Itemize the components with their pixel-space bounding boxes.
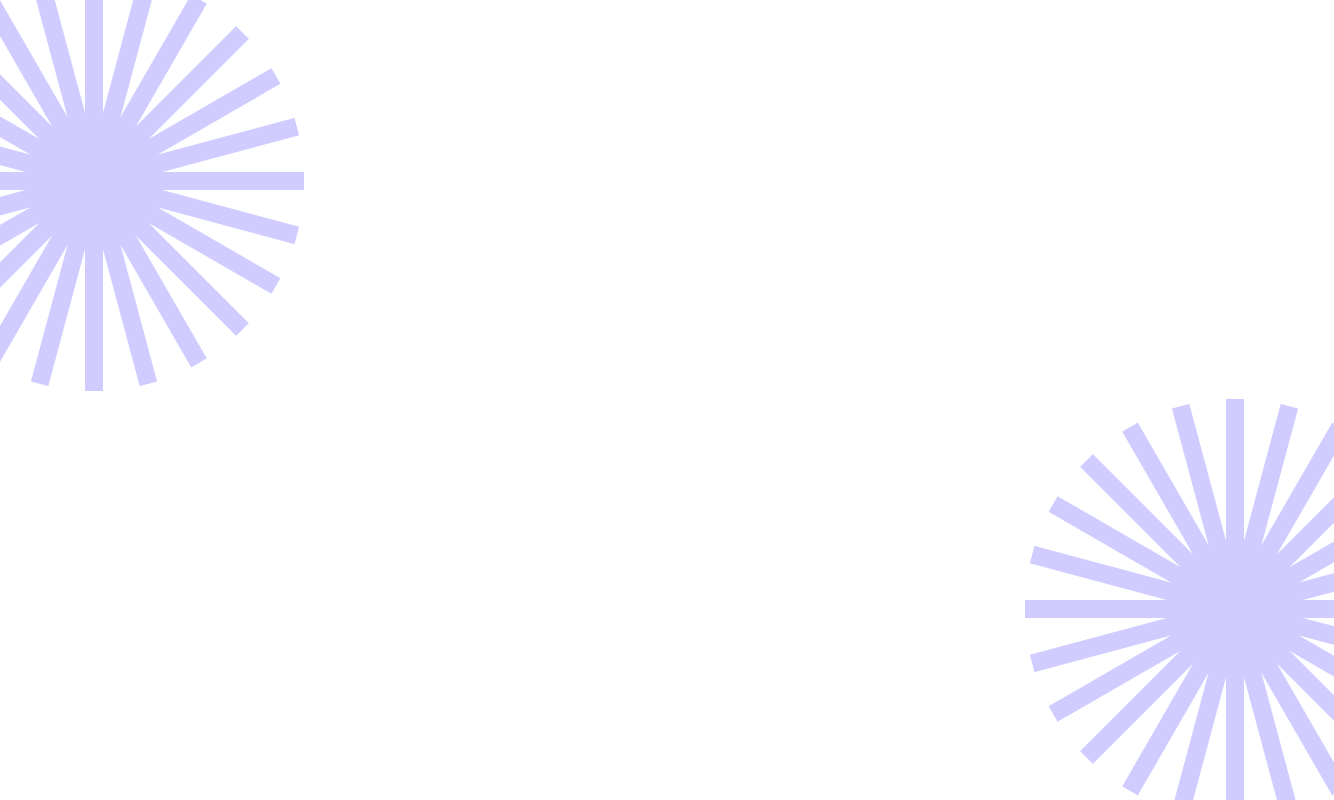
starburst-icon (0, 0, 304, 391)
starburst-icon (1025, 399, 1334, 800)
starburst-hub (1195, 569, 1275, 649)
starburst-hub (54, 141, 134, 221)
